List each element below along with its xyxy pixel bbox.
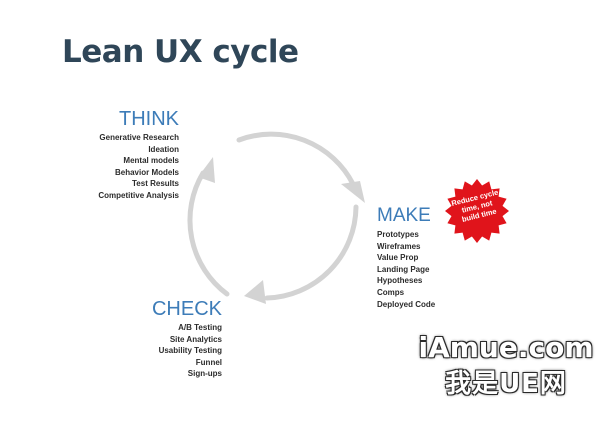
think-to-make-arc xyxy=(236,131,356,187)
list-item: Funnel xyxy=(195,357,222,367)
check-to-think-arc xyxy=(187,170,230,297)
list-item: Mental models xyxy=(123,156,179,166)
list-item: Value Prop xyxy=(377,253,419,263)
list-item: Hypotheses xyxy=(377,276,423,286)
list-item: Generative Research xyxy=(99,133,179,142)
starburst-icon xyxy=(445,179,509,243)
list-item: Prototypes xyxy=(377,230,419,239)
list-item: Competitive Analysis xyxy=(98,190,179,200)
check-stage: CHECK A/B Testing Site Analytics Usabili… xyxy=(152,298,222,380)
check-heading: CHECK xyxy=(151,298,222,320)
list-item: Landing Page xyxy=(377,264,430,274)
arrowhead-to-think-icon xyxy=(198,157,215,183)
list-item: Ideation xyxy=(148,144,179,154)
slide-title: Lean UX cycle xyxy=(62,34,299,70)
list-item: A/B Testing xyxy=(178,323,222,332)
think-heading: THINK xyxy=(119,108,179,130)
list-item: Sign-ups xyxy=(187,369,222,379)
check-list: A/B Testing Site Analytics Usability Tes… xyxy=(152,322,222,380)
list-item: Behavior Models xyxy=(114,167,179,177)
list-item: Usability Testing xyxy=(158,346,222,356)
think-stage: THINK Generative Research Ideation Menta… xyxy=(98,108,179,202)
list-item: Comps xyxy=(377,287,405,297)
list-item: Test Results xyxy=(132,179,179,189)
reduce-cycle-badge: Reduce cycle time, not build time xyxy=(444,178,510,244)
watermark-site-name: 我是UE网 xyxy=(445,369,567,399)
arrowhead-to-make-icon xyxy=(341,181,365,203)
think-list: Generative Research Ideation Mental mode… xyxy=(98,132,179,202)
list-item: Deployed Code xyxy=(377,299,436,309)
list-item: Site Analytics xyxy=(169,334,222,344)
arrowhead-to-check-icon xyxy=(244,280,266,304)
make-heading: MAKE xyxy=(377,205,431,226)
watermark-domain: iAmue.com xyxy=(418,331,594,364)
watermark: iAmue.com 我是UE网 xyxy=(416,330,596,402)
make-stage: MAKE Prototypes Wireframes Value Prop La… xyxy=(377,205,435,310)
make-to-check-arc xyxy=(264,204,359,301)
make-list: Prototypes Wireframes Value Prop Landing… xyxy=(377,229,435,310)
list-item: Wireframes xyxy=(377,241,421,251)
